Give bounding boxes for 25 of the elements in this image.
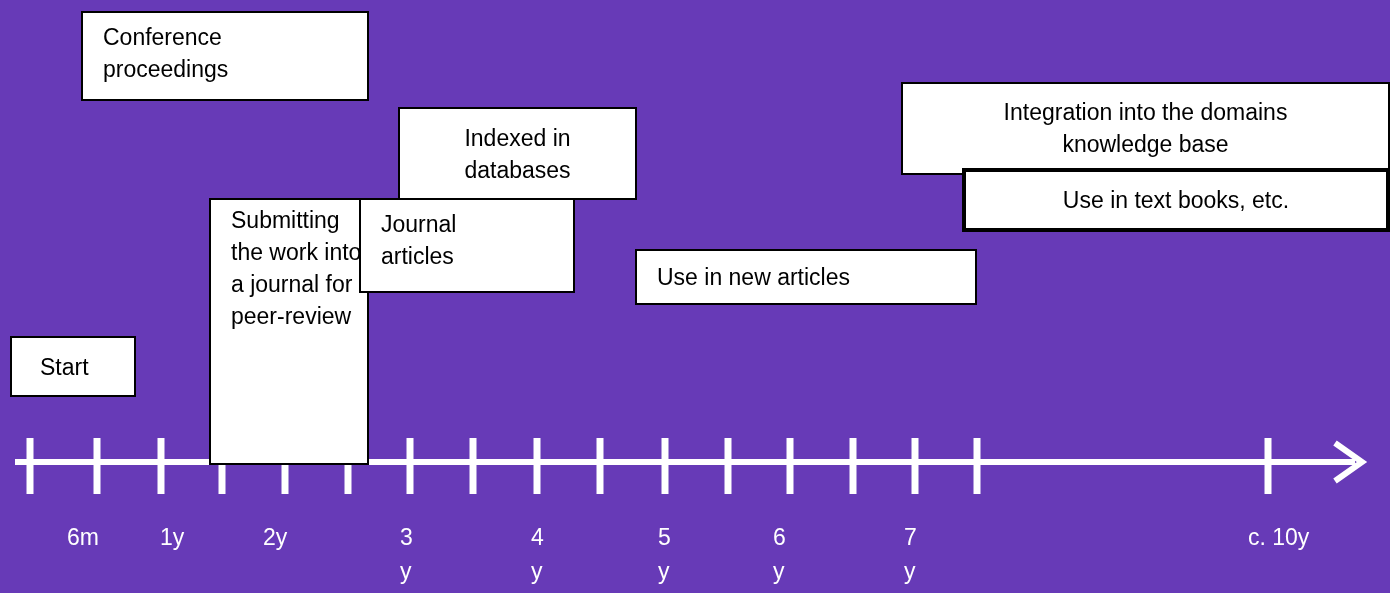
event-box: [10, 336, 136, 397]
event-text: Integration into the domains knowledge base: [1002, 98, 1289, 159]
event-text: Use in new articles: [657, 263, 852, 292]
event-text: Conference proceedings: [103, 23, 230, 84]
event-box: [209, 198, 369, 465]
event-box: [962, 168, 1390, 232]
time-label: 6y: [773, 523, 787, 586]
event-text: Use in text books, etc.: [1061, 186, 1291, 215]
time-label: 2y: [263, 523, 288, 552]
event-text: Start: [40, 352, 90, 382]
time-label: 4y: [531, 523, 545, 586]
event-box: [901, 82, 1390, 175]
event-box: [398, 107, 637, 200]
time-label: 7y: [904, 523, 918, 586]
time-label: 1y: [160, 523, 185, 552]
time-label: 5y: [658, 523, 672, 586]
time-label: c. 10y: [1248, 523, 1310, 552]
event-box: [359, 198, 575, 293]
event-box: [635, 249, 977, 305]
time-label: 3y: [400, 523, 414, 586]
event-text: Journal articles: [381, 210, 458, 271]
time-label: 6m: [67, 523, 99, 552]
event-box: [81, 11, 369, 101]
event-text: Indexed in databases: [463, 123, 572, 185]
event-text: Submitting the work into a journal for peer-review: [231, 206, 363, 331]
